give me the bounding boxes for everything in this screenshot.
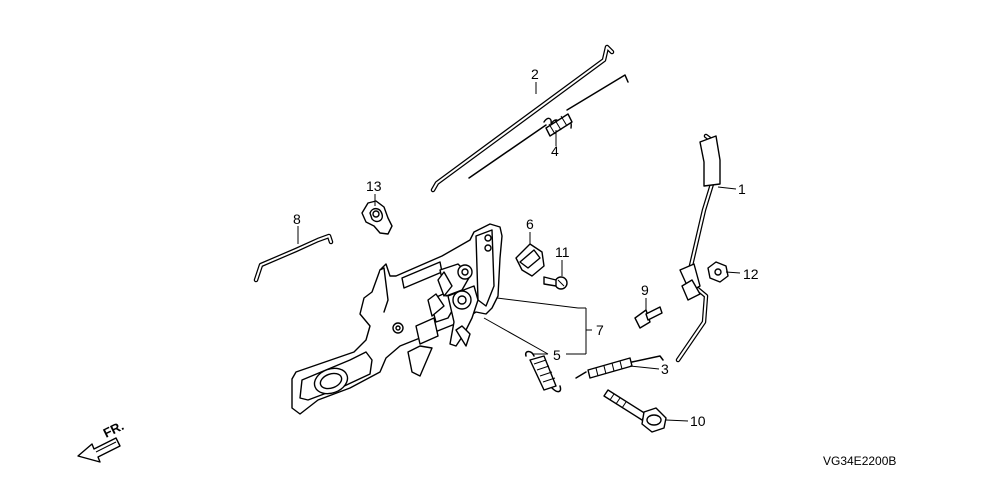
callout-10: 10 xyxy=(690,413,706,429)
callout-7: 7 xyxy=(596,322,604,338)
screw-part-11[interactable] xyxy=(543,276,568,290)
return-spring-part-5[interactable] xyxy=(524,350,562,393)
flange-bolt-part-10[interactable] xyxy=(603,389,667,433)
clip-part-13[interactable] xyxy=(361,200,393,235)
front-direction-arrow: FR. xyxy=(77,418,126,463)
cable-clamp-part-6[interactable] xyxy=(515,243,545,277)
callout-13: 13 xyxy=(366,178,382,194)
callout-9: 9 xyxy=(641,282,649,298)
control-rod-part-2[interactable] xyxy=(430,44,615,193)
callout-1: 1 xyxy=(738,181,746,197)
callout-11: 11 xyxy=(555,244,570,260)
choke-rod-part-8[interactable] xyxy=(253,233,334,283)
throttle-spring-part-3[interactable] xyxy=(575,355,664,379)
callout-leaders xyxy=(297,82,741,422)
callout-12: 12 xyxy=(743,266,759,282)
callout-5: 5 xyxy=(553,347,561,363)
callout-6: 6 xyxy=(526,216,534,232)
diagram-code: VG34E2200B xyxy=(823,454,896,468)
front-direction-label: FR. xyxy=(101,418,126,441)
bolt-part-9[interactable] xyxy=(634,306,663,329)
throttle-lever-assembly[interactable] xyxy=(407,263,479,377)
callout-8: 8 xyxy=(293,211,301,227)
nut-part-12[interactable] xyxy=(707,261,729,283)
callout-2: 2 xyxy=(531,66,539,82)
callout-4: 4 xyxy=(551,143,559,159)
governor-spring-part-4[interactable] xyxy=(468,74,629,179)
control-lever-part-1[interactable] xyxy=(675,133,721,363)
callout-3: 3 xyxy=(661,361,669,377)
callout-labels: 1 2 3 4 5 6 7 8 9 10 11 12 13 xyxy=(293,66,759,429)
